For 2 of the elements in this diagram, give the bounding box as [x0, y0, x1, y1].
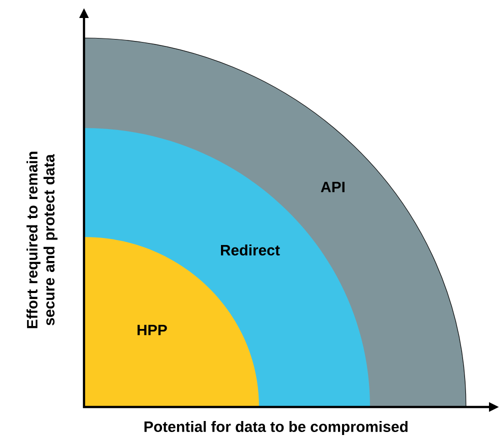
axis-title: Potential for data to be compromised: [144, 421, 408, 435]
axis-title: Effort required to remain secure and protect data: [26, 152, 58, 328]
